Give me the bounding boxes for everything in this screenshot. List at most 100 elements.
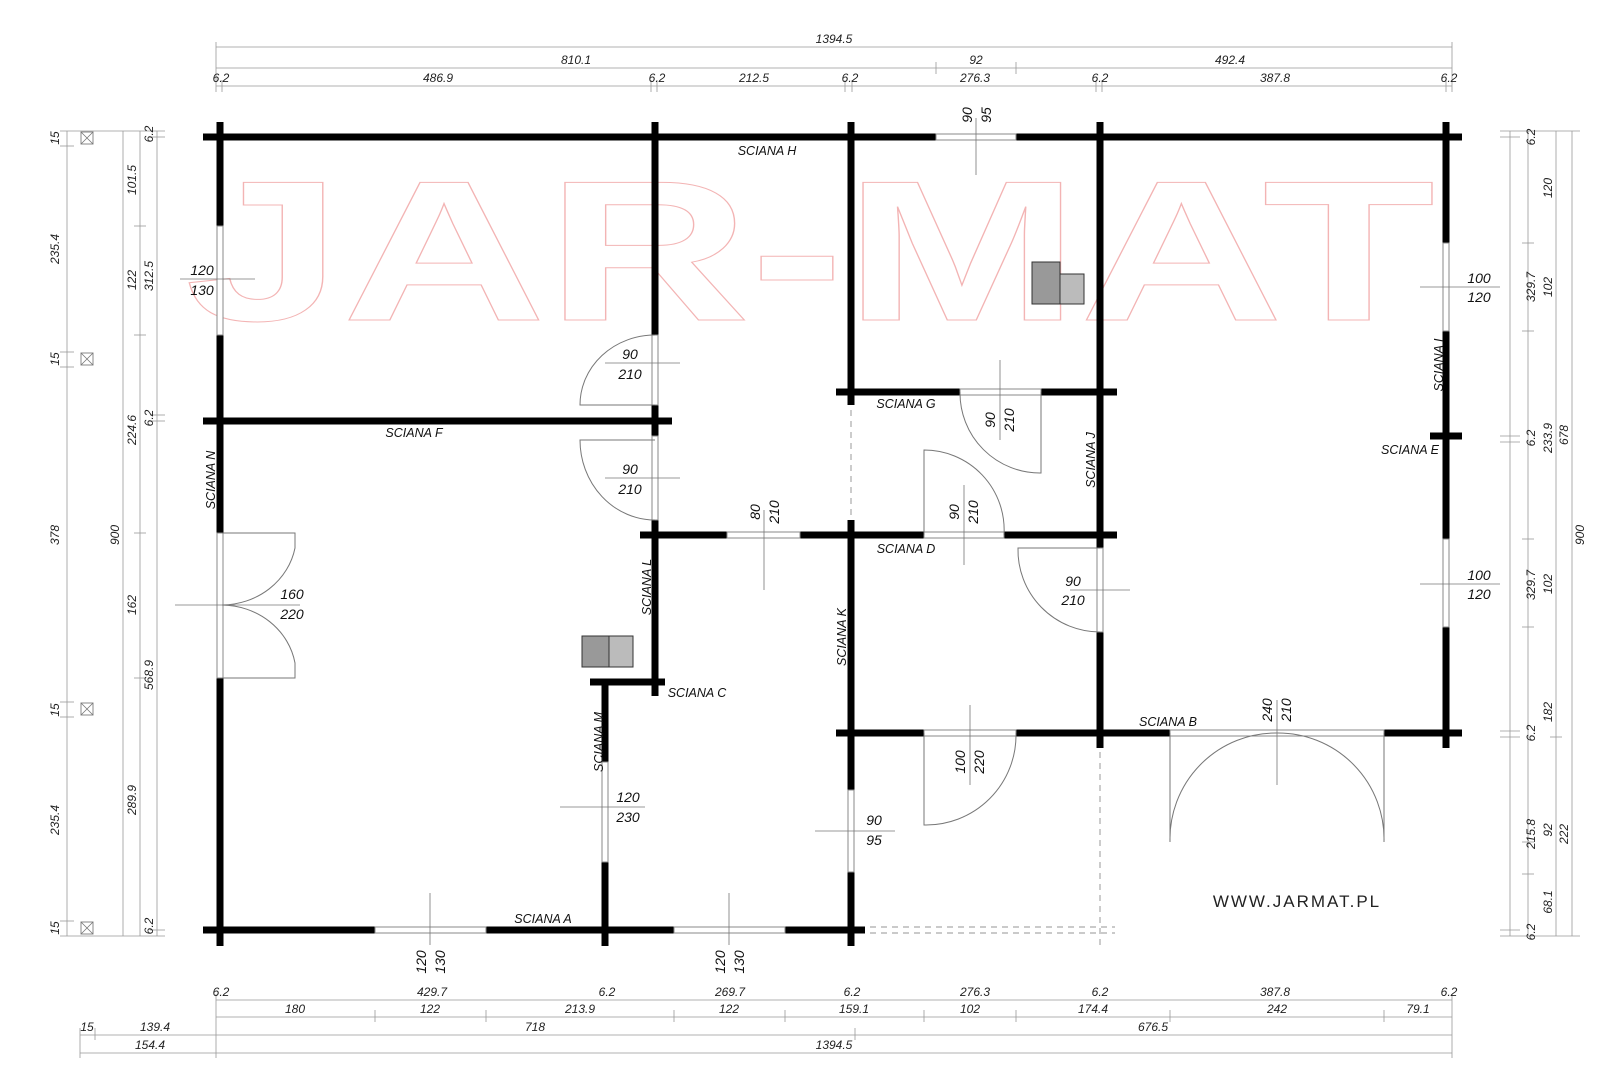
watermark-text: JAR-MAT [185, 140, 1435, 363]
dim-bottom-row1: 6.2 [1092, 985, 1109, 999]
opening-a-window-1-h: 130 [432, 950, 448, 974]
dim-bottom-row3: 139.4 [140, 1020, 170, 1034]
opening-d-door-2-h: 210 [965, 500, 981, 525]
dim-top-row3: 6.2 [213, 71, 230, 85]
opening-a-window-1-w: 120 [413, 950, 429, 974]
dim-bottom-row2: 122 [719, 1002, 739, 1016]
opening-i-window-h: 120 [1467, 289, 1491, 305]
dim-right-col1: 6.2 [1524, 724, 1538, 741]
opening-n-window-w: 120 [190, 262, 214, 278]
dim-bottom-row3: 15 [80, 1020, 94, 1034]
dim-bottom-row1: 276.3 [959, 985, 990, 999]
opening-a-window-2-w: 120 [712, 950, 728, 974]
label-sciana-j: SCIANA J [1084, 431, 1098, 488]
label-sciana-g: SCIANA G [876, 397, 936, 411]
opening-j-door-w: 90 [1065, 573, 1081, 589]
dim-right-col1: 329.7 [1524, 271, 1538, 302]
opening-a-window-2-h: 130 [731, 950, 747, 974]
dim-left-col4: 312.5 [142, 261, 156, 291]
dim-top-row2: 92 [969, 53, 983, 67]
watermark: JAR-MAT [185, 140, 1436, 364]
opening-m-door-w: 120 [616, 789, 640, 805]
walls [203, 122, 1462, 946]
dim-bottom-row3: 718 [525, 1020, 545, 1034]
opening-g-door-w: 90 [982, 412, 998, 428]
label-sciana-n: SCIANA N [204, 450, 218, 510]
dim-right-col2: 68.1 [1541, 890, 1555, 913]
opening-k-window-w: 90 [866, 812, 882, 828]
opening-b-door-2-h: 210 [1278, 698, 1294, 723]
dim-right-col4: 900 [1573, 525, 1587, 545]
label-sciana-a: SCIANA A [514, 912, 571, 926]
opening-d-door-2-w: 90 [946, 504, 962, 520]
opening-door-1-h: 210 [617, 366, 642, 382]
dim-left-col1: 235.4 [48, 234, 62, 265]
dimensions-bottom: 6.2 429.7 6.2 269.7 6.2 276.3 6.2 387.8 … [79, 985, 1458, 1058]
dim-right-col2: 102 [1541, 277, 1555, 297]
level-markers [80, 131, 94, 935]
dim-left-col3: 162 [125, 595, 139, 615]
dim-left-col4: 568.9 [142, 660, 156, 690]
label-sciana-d: SCIANA D [877, 542, 936, 556]
opening-j-door-h: 210 [1060, 592, 1085, 608]
dim-right-col2: 182 [1541, 702, 1555, 722]
dimensions-left: 15 235.4 15 378 15 235.4 15 900 101.5 12… [48, 125, 165, 937]
dim-left-col4: 6.2 [142, 917, 156, 934]
label-sciana-c: SCIANA C [668, 686, 728, 700]
label-sciana-k: SCIANA K [835, 607, 849, 666]
opening-door-2-h: 210 [617, 481, 642, 497]
dim-top-row3: 6.2 [1441, 71, 1458, 85]
dim-left-col1: 15 [48, 131, 62, 145]
dim-top-total: 1394.5 [816, 32, 853, 46]
opening-door-1-w: 90 [622, 346, 638, 362]
opening-n-door-h: 220 [279, 606, 304, 622]
dim-bottom-row1: 6.2 [599, 985, 616, 999]
dim-bottom-row4: 154.4 [135, 1038, 165, 1052]
dimensions-right: 6.2 329.7 6.2 329.7 6.2 215.8 6.2 120 10… [1500, 128, 1587, 940]
opening-n-window-h: 130 [190, 282, 214, 298]
opening-b-door-1-h: 220 [971, 750, 987, 775]
opening-b-door-2-w: 240 [1259, 698, 1275, 723]
dim-right-col2: 233.9 [1541, 423, 1555, 454]
dim-left-col4: 6.2 [142, 125, 156, 142]
dim-right-col1: 6.2 [1524, 923, 1538, 940]
dim-left-col1: 378 [48, 525, 62, 545]
dim-bottom-row1: 6.2 [844, 985, 861, 999]
dim-bottom-row1: 6.2 [1441, 985, 1458, 999]
dim-bottom-row2: 174.4 [1078, 1002, 1108, 1016]
dim-left-col4: 224.6 [125, 415, 139, 446]
opening-h-window-h: 95 [978, 107, 994, 123]
dim-right-col2: 120 [1541, 178, 1555, 198]
label-sciana-i: SCIANA I [1432, 338, 1446, 392]
dim-left-col1: 15 [48, 703, 62, 717]
dim-left-col2: 900 [108, 525, 122, 545]
dim-bottom-row1: 387.8 [1260, 985, 1290, 999]
dim-bottom-row2: 159.1 [839, 1002, 869, 1016]
dim-left-col4: 289.9 [125, 785, 139, 816]
website-text: WWW.JARMAT.PL [1213, 892, 1381, 911]
dim-right-col1: 6.2 [1524, 128, 1538, 145]
opening-d-door-1-h: 210 [766, 500, 782, 525]
dim-bottom-row1: 6.2 [213, 985, 230, 999]
label-sciana-e: SCIANA E [1381, 443, 1440, 457]
dim-right-col1: 329.7 [1524, 569, 1538, 600]
wall-labels: SCIANA H SCIANA F SCIANA G SCIANA D SCIA… [204, 144, 1446, 926]
opening-k-window-h: 95 [866, 832, 882, 848]
opening-labels: 90 95 120 130 90 210 90 210 80 210 90 21… [190, 107, 1491, 974]
dim-bottom-row4: 1394.5 [816, 1038, 853, 1052]
dim-top-row3: 486.9 [423, 71, 453, 85]
dim-top-row3: 6.2 [649, 71, 666, 85]
opening-d-door-1-w: 80 [747, 504, 763, 520]
opening-h-window-w: 90 [959, 107, 975, 123]
dim-left-col3: 101.5 [125, 165, 139, 195]
opening-n-door-w: 160 [280, 586, 304, 602]
label-sciana-l: SCIANA L [640, 559, 654, 616]
dim-left-col1: 15 [48, 921, 62, 935]
dim-top-row3: 212.5 [738, 71, 769, 85]
opening-e-window-h: 120 [1467, 586, 1491, 602]
dim-left-col1: 235.4 [48, 805, 62, 836]
door-window-graphics [175, 118, 1500, 945]
dim-bottom-row2: 122 [420, 1002, 440, 1016]
dim-left-col4: 6.2 [142, 409, 156, 426]
